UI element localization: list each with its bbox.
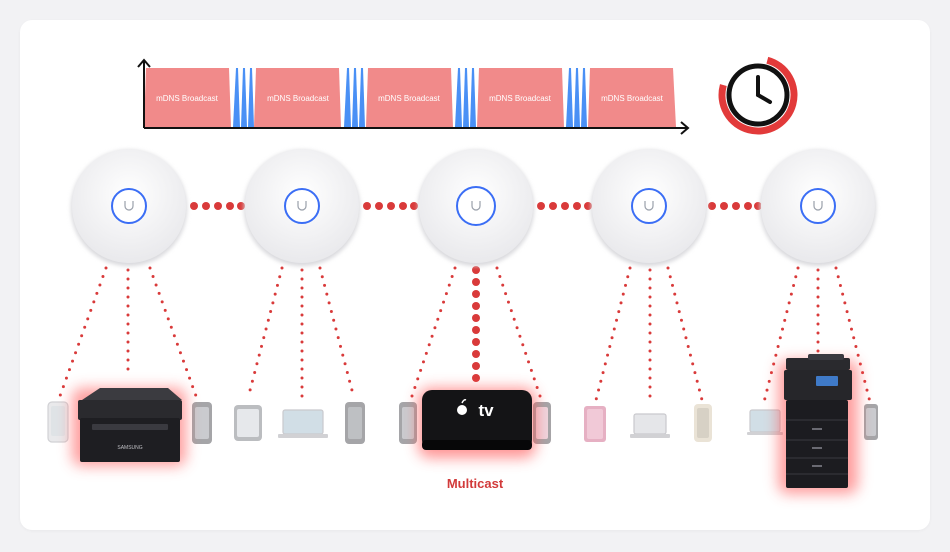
svg-text:SAMSUNG: SAMSUNG [117,445,142,451]
laptop-icon [278,409,328,438]
laptop-icon [747,409,783,435]
laptop-icon [630,413,670,438]
access-point-icon [591,149,707,266]
timeline-segment: mDNS Broadcast [477,68,564,127]
phone-icon [192,402,212,444]
timeline-segment: mDNS Broadcast [144,68,231,127]
timeline-segment: mDNS Broadcast [254,68,341,127]
client-links [58,266,872,406]
printer-icon: SAMSUNG [72,388,186,466]
segment-label: mDNS Broadcast [378,94,441,103]
segment-label: mDNS Broadcast [267,94,330,103]
access-point-icon [418,149,534,266]
phone-icon [399,402,417,444]
phone-icon [533,402,551,444]
access-point-icon [244,149,360,266]
segment-label: mDNS Broadcast [601,94,664,103]
timeline-segment: mDNS Broadcast [588,68,676,127]
svg-text:tv: tv [478,401,494,420]
segment-label: mDNS Broadcast [489,94,552,103]
multicast-caption: Multicast [446,476,504,491]
broadcast-timeline: mDNS Broadcast mDNS Broadcast mDNS Broad… [137,58,690,135]
copier-icon [778,354,858,494]
phone-icon [345,402,365,444]
timeline-segment: mDNS Broadcast [366,68,453,127]
faded-clients [47,401,878,444]
timeline-axes [137,58,690,135]
phone-icon [47,401,69,443]
phone-icon [694,404,712,442]
mesh-links [190,202,762,210]
tablet-icon [584,406,606,442]
phone-icon [234,405,262,441]
multicast-pulses [233,68,587,127]
access-point-icon [760,149,876,266]
clock-icon [718,55,798,135]
segment-label: mDNS Broadcast [156,94,219,103]
multicast-link [472,266,480,382]
phone-icon [864,404,878,440]
access-point-icon [71,149,187,266]
apple-tv-icon: tv [418,388,536,458]
